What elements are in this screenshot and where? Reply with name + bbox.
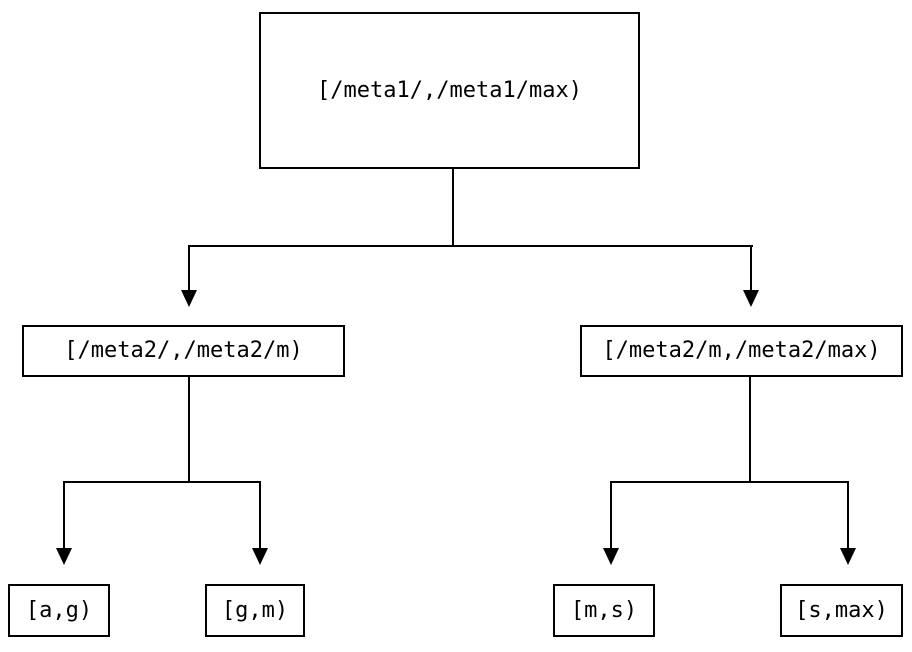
edge-meta2-left-drop-a	[63, 481, 65, 548]
leaf-a-g-label: [a,g)	[25, 597, 93, 623]
edge-root-left-drop	[188, 245, 190, 290]
edge-meta2-right-drop-a	[610, 481, 612, 548]
edge-meta2-left-stem	[188, 377, 190, 482]
arrow-down-icon	[56, 548, 72, 565]
arrow-down-icon	[603, 548, 619, 565]
node-meta2-left-label: [/meta2/,/meta2/m)	[64, 338, 303, 363]
arrow-down-icon	[252, 548, 268, 565]
edge-meta2-right-hbar	[610, 481, 849, 483]
leaf-m-s-label: [m,s)	[570, 597, 638, 623]
leaf-node-a-g: [a,g)	[8, 584, 110, 637]
leaf-node-s-max: [s,max)	[780, 584, 903, 637]
node-meta2-right-range: [/meta2/m,/meta2/max)	[580, 325, 903, 377]
edge-root-stem	[452, 169, 454, 246]
edge-meta2-left-hbar	[63, 481, 261, 483]
edge-root-right-drop	[750, 245, 752, 290]
arrow-down-icon	[743, 290, 759, 307]
node-meta2-right-label: [/meta2/m,/meta2/max)	[602, 338, 881, 363]
edge-meta2-right-drop-b	[847, 481, 849, 548]
arrow-down-icon	[840, 548, 856, 565]
leaf-node-m-s: [m,s)	[553, 584, 655, 637]
leaf-node-g-m: [g,m)	[205, 584, 305, 637]
leaf-s-max-label: [s,max)	[795, 597, 888, 623]
arrow-down-icon	[181, 290, 197, 307]
leaf-g-m-label: [g,m)	[221, 597, 289, 623]
node-meta1-label: [/meta1/,/meta1/max)	[317, 77, 582, 103]
edge-meta2-right-stem	[749, 377, 751, 482]
edge-root-hbar	[188, 245, 753, 247]
node-meta2-left-range: [/meta2/,/meta2/m)	[22, 325, 345, 377]
node-meta1-range: [/meta1/,/meta1/max)	[259, 12, 640, 169]
edge-meta2-left-drop-b	[259, 481, 261, 548]
